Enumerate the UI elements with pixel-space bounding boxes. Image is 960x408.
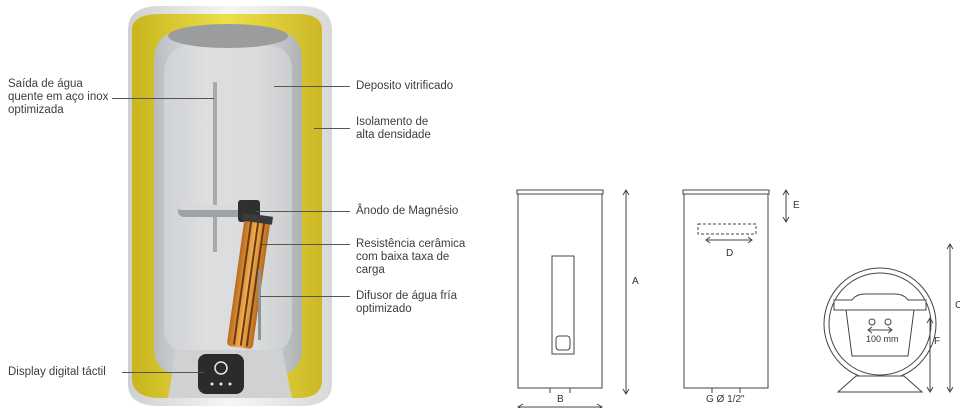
- label-ceramic-element: Resistência cerâmica com baixa taxa de c…: [356, 238, 466, 276]
- leader-display: [122, 372, 204, 373]
- label-magnesium-anode: Ânodo de Magnésio: [356, 205, 459, 217]
- rear-view-drawing: [682, 189, 790, 393]
- dimension-g-label: G Ø 1/2": [706, 394, 745, 405]
- dimension-spacing-label: 100 mm: [866, 334, 899, 344]
- leader-insulation: [314, 128, 350, 129]
- anode-rod: [178, 200, 260, 222]
- label-vitrified-tank: Deposito vitrificado: [356, 80, 454, 92]
- leader-element: [262, 244, 350, 245]
- label-hot-water-outlet: Saída de água quente em aço inox optimiz…: [8, 78, 109, 116]
- dimension-d-label: D: [726, 248, 734, 259]
- leader-hot-outlet: [112, 98, 214, 99]
- dimension-f-label: F: [934, 336, 941, 347]
- heating-element: [227, 212, 274, 349]
- label-touch-display: Display digital táctil: [8, 366, 106, 378]
- cold-water-diffuser: [258, 270, 261, 340]
- top-view-drawing: [823, 243, 954, 393]
- label-cold-water-diffuser: Difusor de água fría optimizado: [356, 290, 458, 315]
- touch-display: [198, 354, 244, 394]
- dimension-b-label: B: [557, 394, 564, 405]
- dimension-a-label: A: [632, 276, 639, 287]
- leader-diffuser: [260, 296, 350, 297]
- leader-tank: [274, 86, 350, 87]
- inner-tank: [154, 24, 302, 376]
- dimension-c-label: C: [955, 300, 960, 311]
- front-view-drawing: [516, 189, 630, 408]
- label-insulation: Isolamento de alta densidade: [356, 116, 431, 141]
- leader-anode: [256, 211, 350, 212]
- hot-water-pipe: [213, 82, 217, 252]
- dimension-e-label: E: [793, 200, 800, 211]
